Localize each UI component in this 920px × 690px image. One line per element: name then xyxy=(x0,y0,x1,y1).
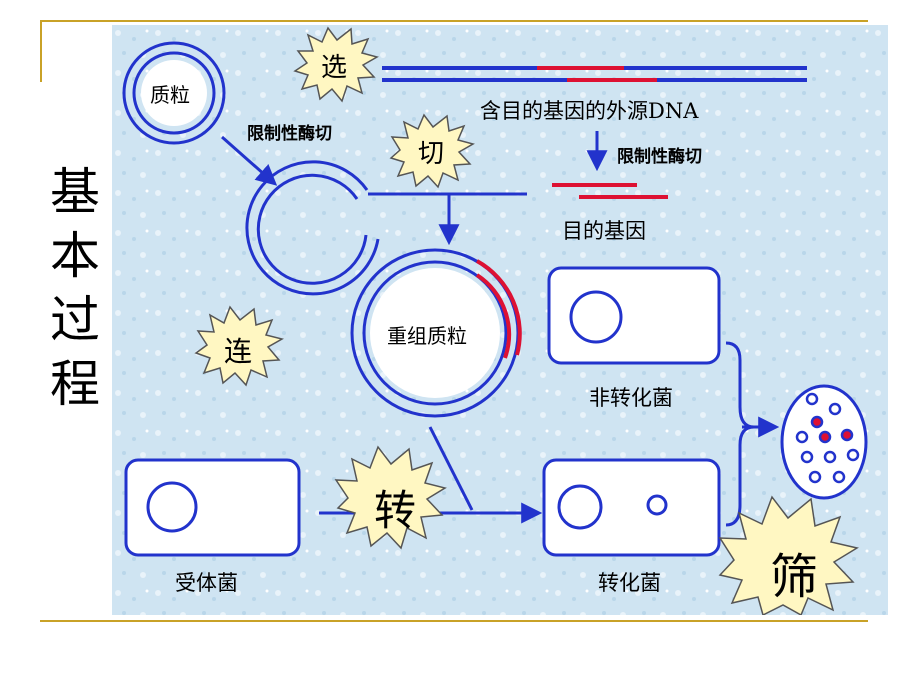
title-char-2: 本 xyxy=(50,227,100,285)
plasmid-core xyxy=(141,60,207,126)
link-burst xyxy=(194,305,284,387)
step-screen: 筛 xyxy=(769,549,818,605)
colony xyxy=(846,448,860,462)
recombinant-gene-inner xyxy=(475,273,511,359)
arrow-recombinant-to-transform xyxy=(428,426,474,511)
non-transformed-cell xyxy=(547,266,721,365)
recombinant-gene-outer xyxy=(476,259,522,356)
colony xyxy=(828,402,842,416)
recombinant-plasmid-label: 重组质粒 xyxy=(387,324,467,348)
plasmid-inner-ring xyxy=(132,51,216,135)
transformed-cell xyxy=(542,458,721,557)
non-transformed-chromosome xyxy=(569,290,623,344)
recipient-label: 受体菌 xyxy=(175,571,238,595)
colony xyxy=(832,470,846,484)
colony xyxy=(808,470,822,484)
enzyme-cut-label-2: 限制性酶切 xyxy=(617,147,702,167)
recipient-cell xyxy=(124,458,301,557)
step-transform: 转 xyxy=(373,486,416,535)
colony-transformed xyxy=(840,428,854,442)
slide-title: 基 本 过 程 xyxy=(40,160,110,416)
step-cut: 切 xyxy=(417,139,444,169)
step-link: 连 xyxy=(223,335,252,368)
colonies xyxy=(795,392,860,484)
plasmid-label: 质粒 xyxy=(150,83,190,107)
left-rule xyxy=(40,20,42,82)
top-rule xyxy=(40,20,868,22)
target-gene-label: 目的基因 xyxy=(562,219,646,243)
cut-plasmid-outer xyxy=(245,160,380,296)
cut-plasmid-inner xyxy=(256,173,368,285)
non-transformed-label: 非转化菌 xyxy=(589,386,673,410)
diagram-panel: 质粒 限制性酶切 含目的基因的外源DNA 限制性酶切 目的基因 重组质粒 非转化… xyxy=(112,25,888,615)
arrow-to-cut-plasmid xyxy=(221,135,278,186)
recombinant-core xyxy=(370,268,500,398)
colony xyxy=(795,430,809,444)
bottom-rule xyxy=(40,620,868,622)
transformed-plasmid xyxy=(646,494,668,516)
transformed-chromosome xyxy=(557,484,603,530)
transformed-label: 转化菌 xyxy=(598,571,661,595)
recombinant-inner-ring xyxy=(362,260,508,406)
transform-burst xyxy=(334,445,447,550)
colony xyxy=(800,450,814,464)
foreign-dna-label: 含目的基因的外源DNA xyxy=(480,99,699,123)
recipient-chromosome xyxy=(146,481,198,533)
title-char-4: 程 xyxy=(50,355,100,413)
colony-transformed xyxy=(818,430,832,444)
plasmid-outer-ring xyxy=(122,41,226,145)
enzyme-cut-label-1: 限制性酶切 xyxy=(247,124,332,144)
title-char-3: 过 xyxy=(50,291,100,349)
step-select: 选 xyxy=(320,53,347,83)
cut-burst xyxy=(389,113,475,189)
diagram-svg xyxy=(112,25,888,615)
select-burst xyxy=(293,26,379,103)
screen-burst xyxy=(718,495,859,615)
colony xyxy=(823,450,837,464)
colony-transformed xyxy=(810,415,824,429)
title-char-1: 基 xyxy=(50,163,100,221)
colony xyxy=(805,392,819,406)
